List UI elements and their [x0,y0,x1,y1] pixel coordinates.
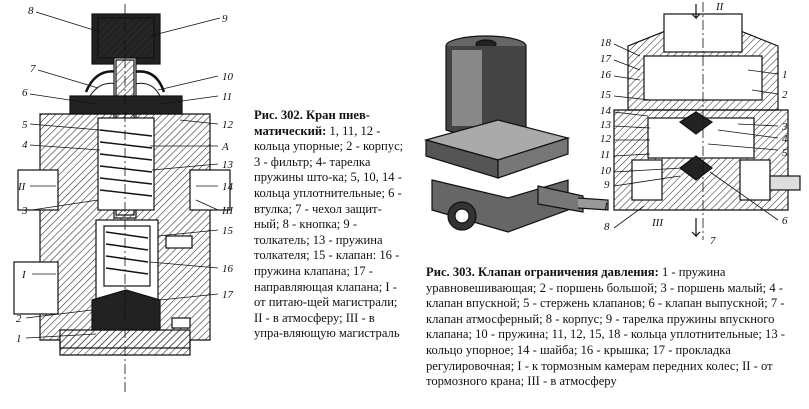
callout-302-3: 3 [21,205,28,217]
callout-302-5: 5 [22,119,28,131]
callout-303-13: 13 [600,119,612,131]
callout-302-4: 4 [22,139,28,151]
valve-302-cross-section: 8 7 6 5 4 II 3 I 2 1 9 10 11 12 A 13 14 … [13,4,234,395]
callout-303-4: 4 [782,133,788,145]
callout-302-8: 8 [28,5,34,17]
callout-302-A: A [221,141,229,153]
callout-303-11: 11 [600,149,610,161]
callout-302-1: 1 [16,333,22,345]
callout-302-9: 9 [222,13,228,25]
callout-303-6: 6 [782,215,788,227]
callout-303-17: 17 [600,53,612,65]
callout-302-I: I [21,269,27,281]
valve-303-cross-section: II 18 17 16 15 14 13 12 11 10 9 I 8 III … [600,1,801,247]
callout-303-5: 5 [782,147,788,159]
callout-302-13: 13 [222,159,234,171]
callout-302-11: 11 [222,91,232,103]
callout-302-III: III [221,205,234,217]
caption-303-title: Рис. 303. Клапан ограничения давления: [426,265,659,279]
callout-302-II: II [17,181,27,193]
callout-302-17: 17 [222,289,234,301]
callout-303-3: 3 [781,121,788,133]
callout-303-9: 9 [604,179,610,191]
caption-303-body: 1 - пружина уравновешивающая; 2 - поршен… [426,265,785,389]
callout-302-7: 7 [30,63,36,75]
callout-302-16: 16 [222,263,234,275]
callout-302-2: 2 [16,313,22,325]
callout-303-7: 7 [710,235,716,247]
figure-303-exterior-view [418,20,613,260]
caption-figure-302: Рис. 302. Кран пнев-матический: 1, 11, 1… [254,108,404,342]
callout-303-10: 10 [600,165,612,177]
callout-303-8: 8 [604,221,610,233]
callout-302-12: 12 [222,119,234,131]
callout-302-6: 6 [22,87,28,99]
caption-302-body: 1, 11, 12 - кольца упорные; 2 - корпус; … [254,123,404,341]
callout-303-14: 14 [600,105,612,117]
callout-302-10: 10 [222,71,234,83]
callout-303-16: 16 [600,69,612,81]
caption-302-title: Рис. 302. Кран пнев-матический: [254,108,370,138]
callout-303-18: 18 [600,37,612,49]
figure-302-drawing: 8 7 6 5 4 II 3 I 2 1 9 10 11 12 A 13 14 … [0,0,250,409]
callout-303-1: 1 [782,69,788,81]
caption-figure-303: Рис. 303. Клапан ограничения давления: 1… [426,265,798,390]
callout-303-I: I [603,201,609,213]
callout-303-15: 15 [600,89,612,101]
callout-303-III: III [651,217,664,229]
callout-302-14: 14 [222,181,234,193]
callout-303-2: 2 [782,89,788,101]
callout-302-15: 15 [222,225,234,237]
callout-303-II: II [715,1,725,13]
figure-303-drawing: II 18 17 16 15 14 13 12 11 10 9 I 8 III … [418,0,809,260]
callout-303-12: 12 [600,133,612,145]
